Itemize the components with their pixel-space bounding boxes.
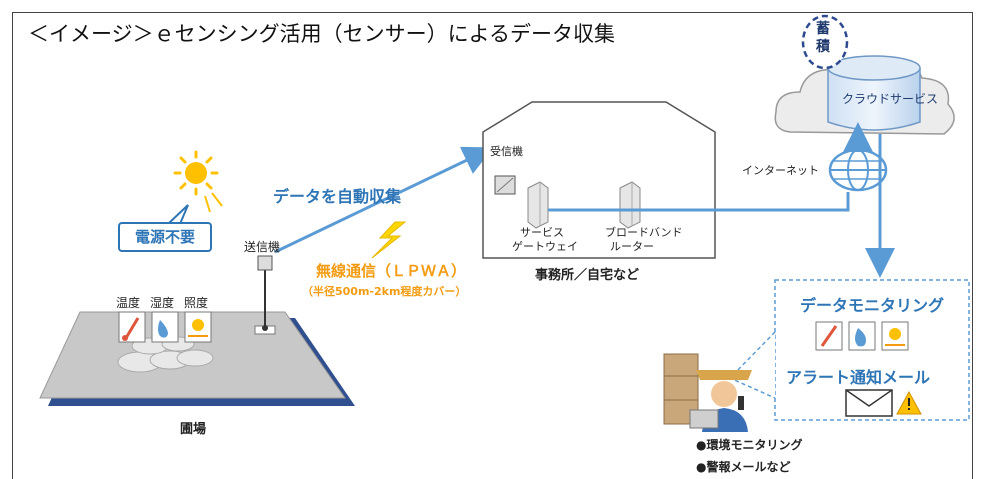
auto-collect-label: データを自動収集 [273, 187, 402, 206]
panel-pointer [728, 331, 776, 399]
diagram-title: ＜イメージ＞ｅセンシング活用（センサー）によるデータ収集 [28, 22, 615, 46]
router-server-icon [619, 181, 641, 229]
internet-globe-icon [828, 148, 888, 192]
illuminance-label: 照度 [184, 296, 209, 310]
cloud-service-label: クラウドサービス [842, 92, 939, 106]
no-power-callout: 電源不要 [118, 222, 212, 252]
data-collection-arrow [274, 146, 494, 254]
gateway-server-icon [527, 181, 549, 229]
humidity-label: 湿度 [150, 296, 175, 310]
transmitter-label: 送信機 [244, 240, 281, 254]
warning-icon [896, 390, 922, 415]
storage-badge [801, 14, 849, 70]
diagram-frame [12, 12, 973, 479]
sun-icon [173, 150, 223, 213]
alert-mail-label: アラート通知メール [786, 368, 931, 387]
humidity-sensor-icon [151, 311, 179, 343]
gateway-label-line2: ゲートウェイ [512, 240, 578, 253]
wireless-label: 無線通信（ＬＰＷＡ） [316, 262, 467, 280]
mail-envelope-icon [845, 389, 893, 417]
cloud-service-icon [774, 55, 955, 135]
router-label-line1: ブロードバンド [605, 226, 683, 239]
storage-badge-label: 蓄積 [816, 21, 830, 55]
temperature-sensor-icon [118, 311, 146, 343]
data-monitoring-label: データモニタリング [800, 296, 945, 315]
router-label-line2: ルーター [610, 240, 654, 253]
network-connection-line [548, 192, 850, 212]
illuminance-sensor-icon [184, 311, 212, 343]
field-label: 圃場 [180, 422, 207, 437]
bullet-environment-monitoring: ●環境モニタリング [696, 438, 803, 452]
transmitter-device [254, 255, 276, 335]
receiver-label: 受信機 [490, 145, 523, 158]
lightning-icon [371, 221, 407, 259]
monitor-illuminance-icon [881, 321, 909, 351]
monitor-temperature-icon [815, 321, 843, 351]
gateway-label-line1: サービス [520, 226, 564, 239]
farmer-illustration [663, 353, 752, 432]
range-label: （半径500m-2km程度カバー） [302, 285, 467, 298]
office-label: 事務所／自宅など [535, 268, 640, 283]
internet-label: インターネット [742, 164, 819, 177]
temperature-label: 温度 [116, 296, 141, 310]
monitor-humidity-icon [848, 321, 876, 351]
bullet-alert-mail: ●警報メールなど [696, 460, 791, 474]
